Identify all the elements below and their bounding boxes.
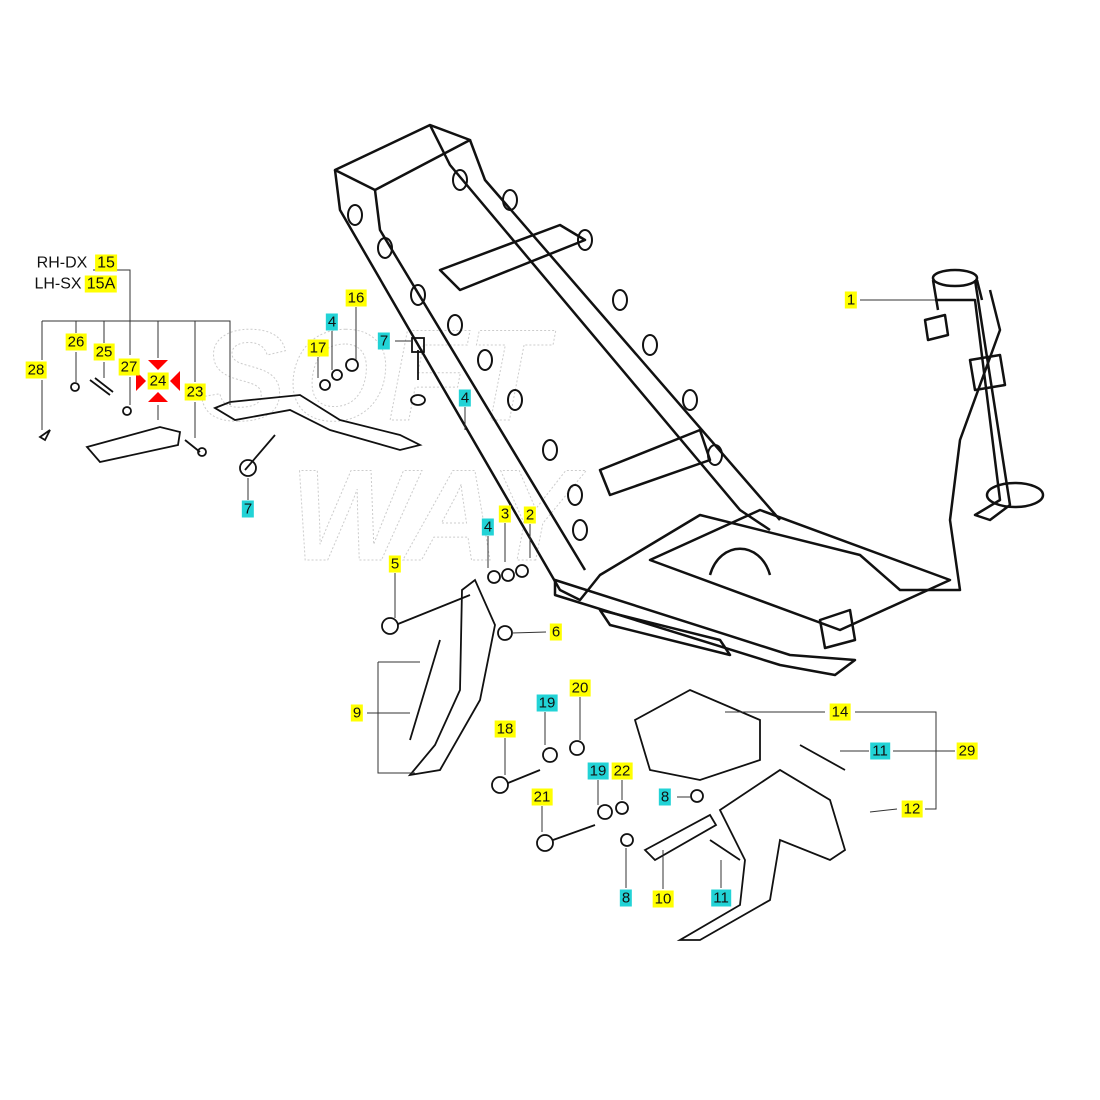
part-tag-7[interactable]: 7 [241,500,255,518]
part-tag-9[interactable]: 9 [350,704,364,722]
part-tag-27[interactable]: 27 [118,358,140,376]
part-tag-23[interactable]: 23 [184,383,206,401]
svg-text:WAY: WAY [290,442,587,588]
part-tag-11[interactable]: 11 [870,742,890,760]
part-tag-7[interactable]: 7 [377,332,391,350]
part-tag-4[interactable]: 4 [458,389,472,407]
part-tag-4[interactable]: 4 [325,313,339,331]
part-tag-12[interactable]: 12 [901,800,923,818]
highlight-markers [136,360,180,402]
part-tag-14[interactable]: 14 [829,703,851,721]
part-tag-29[interactable]: 29 [956,742,978,760]
watermark: SOFT WAY [200,302,588,589]
part-tag-5[interactable]: 5 [388,555,402,573]
part-tag-16[interactable]: 16 [345,289,367,307]
lh-sx-label: LH-SX [34,275,82,293]
stand-parts [381,564,847,941]
part-tag-19[interactable]: 19 [587,762,609,780]
part-tag-17[interactable]: 17 [307,339,329,357]
part-tag-18[interactable]: 18 [494,720,516,738]
part-tag-10[interactable]: 10 [652,890,674,908]
part-tag-4[interactable]: 4 [481,518,495,536]
part-tag-15a[interactable]: 15A [84,275,118,293]
part-tag-11[interactable]: 11 [711,889,731,907]
leader-lines [41,269,955,889]
rh-dx-label: RH-DX [36,254,88,272]
part-tag-8[interactable]: 8 [658,788,672,806]
part-tag-19[interactable]: 19 [536,694,558,712]
part-tag-21[interactable]: 21 [531,788,553,806]
frame-holes [347,169,723,541]
part-tag-1[interactable]: 1 [844,291,858,309]
part-tag-6[interactable]: 6 [549,623,563,641]
svg-text:SOFT: SOFT [200,302,556,448]
part-tag-3[interactable]: 3 [498,505,512,523]
part-tag-15[interactable]: 15 [95,254,117,272]
scooter-frame [333,123,1045,677]
part-tag-26[interactable]: 26 [65,333,87,351]
part-tag-28[interactable]: 28 [25,361,47,379]
part-tag-8[interactable]: 8 [619,889,633,907]
part-tag-22[interactable]: 22 [611,762,633,780]
part-tag-2[interactable]: 2 [523,506,537,524]
part-tag-20[interactable]: 20 [569,679,591,697]
footrest-parts [38,337,426,477]
part-tag-25[interactable]: 25 [93,343,115,361]
part-tag-24[interactable]: 24 [147,372,169,390]
